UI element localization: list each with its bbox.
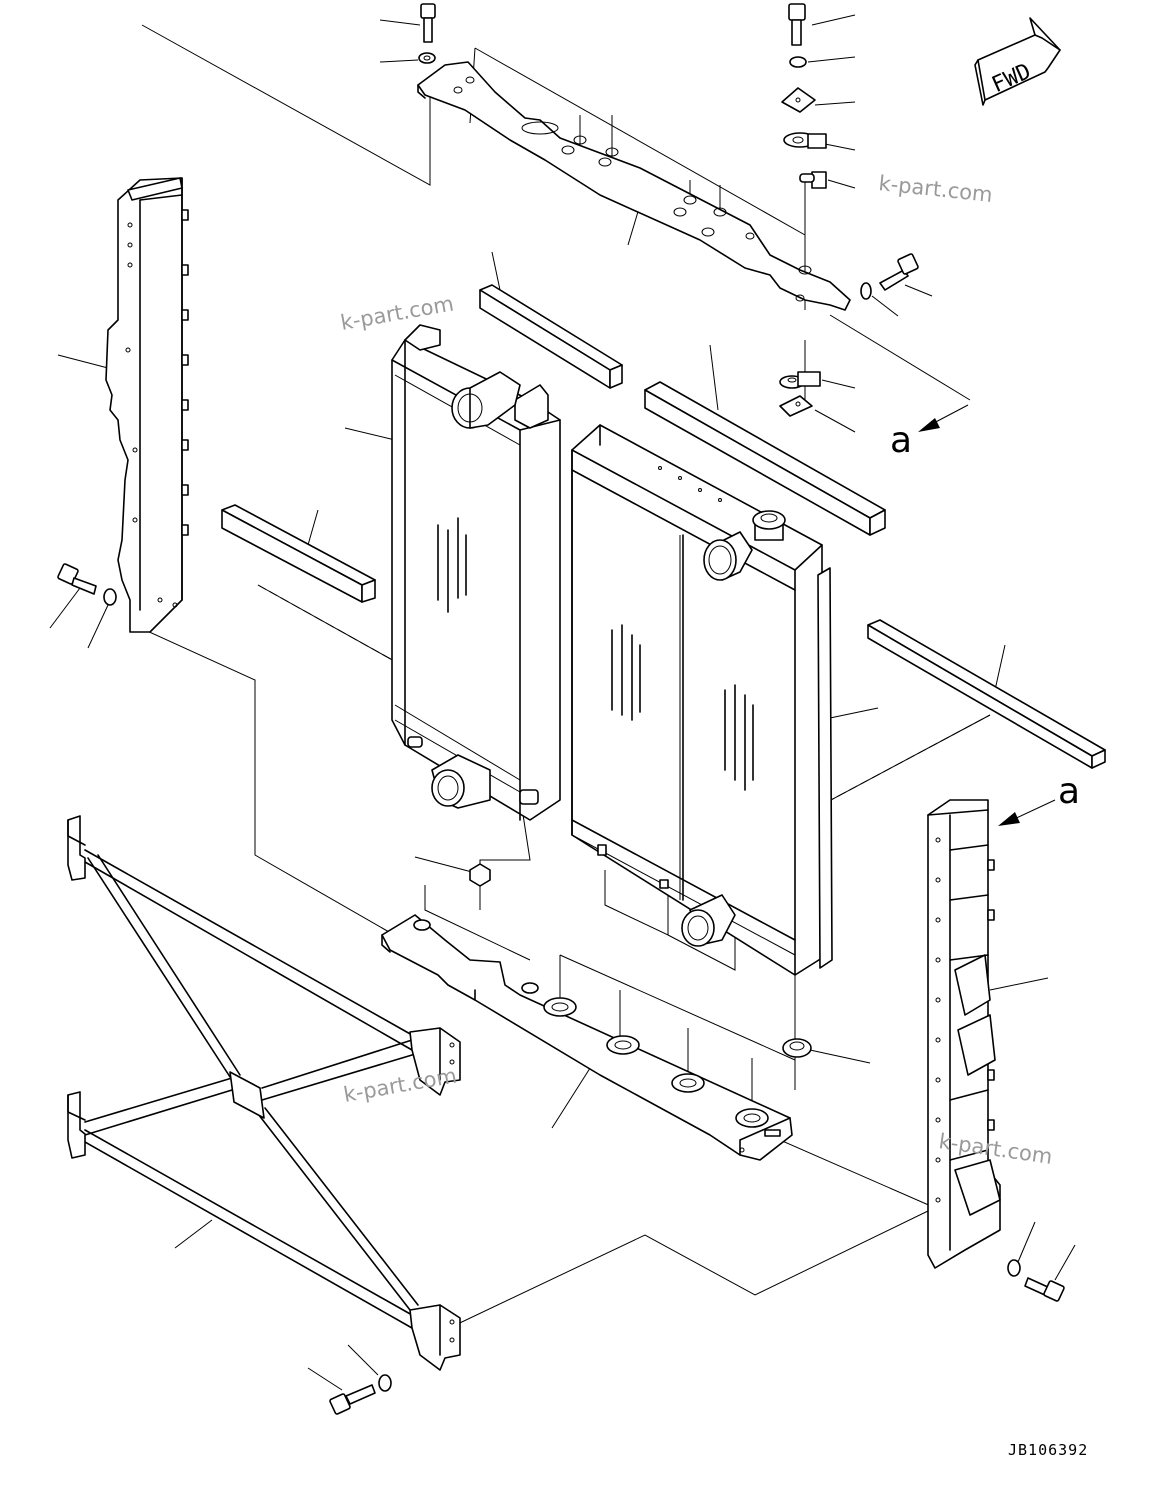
leader-lines	[49, 14, 1076, 1391]
radiator-filler-cap	[752, 510, 786, 541]
clamp-plate-upper	[781, 87, 816, 113]
radiator-lower-pipe	[681, 894, 736, 947]
cross-brace-assembly	[67, 815, 461, 1371]
clamp-bracket-upper	[783, 132, 827, 149]
view-label-right: a	[1058, 771, 1080, 812]
radiator-core	[571, 424, 823, 976]
brace-washer	[378, 1374, 392, 1392]
top-mounting-bracket	[417, 61, 851, 311]
top-right-washer	[789, 56, 807, 68]
side-washer-upper-right	[860, 282, 872, 300]
side-bolt-upper-right	[879, 253, 919, 291]
left-frame-bolt	[57, 563, 97, 595]
seal-strip-right	[867, 619, 1106, 769]
assembly-guide-lines	[141, 24, 991, 1331]
seal-strip-upper-left	[479, 284, 623, 389]
right-side-frame	[927, 799, 1001, 1269]
brace-bolt	[329, 1384, 376, 1415]
seal-strip-lower-left	[221, 504, 376, 603]
top-left-bolt	[420, 3, 436, 43]
watermark-1: k-part.com	[877, 171, 993, 207]
top-right-bolt	[788, 3, 806, 46]
watermark-3: k-part.com	[342, 1063, 459, 1106]
view-arrow-top	[918, 404, 969, 432]
right-frame-washer	[1007, 1259, 1021, 1277]
radiator-side-seal	[817, 567, 833, 969]
forward-direction-badge: FWD	[974, 17, 1061, 106]
seal-strip-upper-right	[644, 381, 886, 536]
rubber-mount-upper	[799, 171, 827, 189]
lower-support-bracket	[381, 914, 793, 1161]
drawing-code: JB106392	[1008, 1441, 1088, 1459]
aftercooler-core	[391, 324, 561, 821]
rubber-grommet-lower-right	[782, 1038, 812, 1058]
view-label-top: a	[890, 420, 912, 461]
watermark-2: k-part.com	[339, 291, 456, 334]
top-left-washer	[418, 52, 436, 64]
left-frame-washer	[103, 588, 117, 606]
view-arrow-right	[998, 799, 1056, 826]
rubber-mount-middle	[779, 371, 821, 389]
aftercooler-outlet-pipe	[407, 736, 539, 809]
fwd-label: FWD	[988, 59, 1034, 98]
clamp-plate-middle	[779, 395, 813, 417]
right-frame-bolt	[1024, 1277, 1065, 1302]
radiator-upper-pipe	[703, 531, 753, 581]
left-side-frame	[105, 177, 189, 633]
aftercooler-inlet-pipe	[451, 371, 521, 429]
mount-nut-center	[469, 863, 491, 887]
